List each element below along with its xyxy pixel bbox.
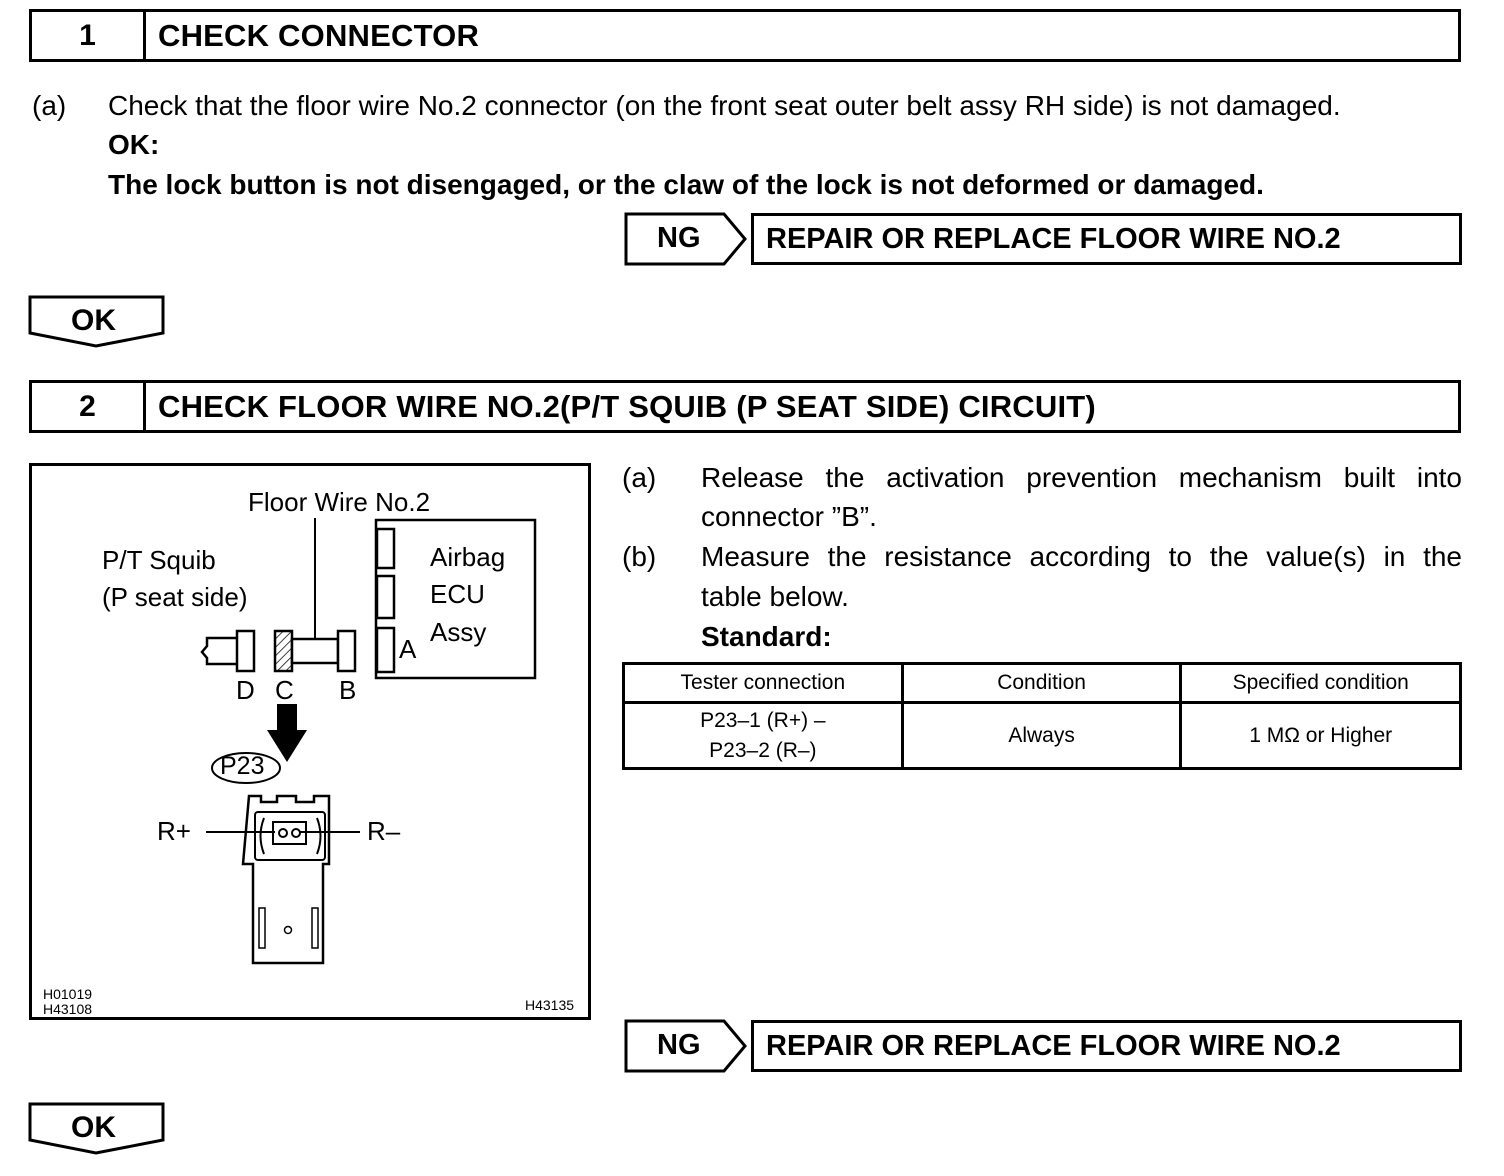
connector-a-label: A <box>399 634 417 664</box>
step-2-instruction-a-marker: (a) <box>622 462 657 493</box>
step-1-number: 1 <box>32 12 146 59</box>
ecu-label-line-3: Assy <box>430 617 487 647</box>
step-2-ok-label: OK <box>71 1111 116 1144</box>
table-header-tester: Tester connection <box>622 662 904 704</box>
standard-table: Tester connection Condition Specified co… <box>622 662 1462 770</box>
connector-code-label: P23 <box>220 752 265 780</box>
connector-diagram-graphic <box>200 518 537 965</box>
step-1-instruction: Check that the floor wire No.2 connector… <box>108 90 1341 121</box>
standard-label: Standard: <box>701 621 832 652</box>
connector-d-label: D <box>236 675 255 705</box>
step-1-ok-heading: OK: <box>108 129 160 160</box>
ok-arrow-icon <box>28 295 165 348</box>
step-1-header: 1 CHECK CONNECTOR <box>29 9 1461 62</box>
step-2-instruction-b-line-2: table below. <box>701 581 849 612</box>
step-2-ng-result: REPAIR OR REPLACE FLOOR WIRE NO.2 <box>751 1020 1462 1072</box>
step-2-ng-label: NG <box>657 1029 701 1061</box>
table-header-row: Tester connection Condition Specified co… <box>622 662 1462 704</box>
diagram-code-1: H01019 <box>43 986 93 1002</box>
table-row: P23–1 (R+) – P23–2 (R–) Always 1 MΩ or H… <box>622 701 1462 770</box>
step-2-instruction-b-line-1: Measure the resistance according to the … <box>701 541 1462 572</box>
step-2-instruction-a-line-2: connector ”B”. <box>701 501 877 532</box>
table-cell-condition: Always <box>900 701 1183 770</box>
connector-b-label: B <box>339 675 357 705</box>
step-1-ng-result: REPAIR OR REPLACE FLOOR WIRE NO.2 <box>751 213 1462 265</box>
step-2-header: 2 CHECK FLOOR WIRE NO.2(P/T SQUIB (P SEA… <box>29 380 1461 433</box>
floor-wire-label: Floor Wire No.2 <box>248 487 431 517</box>
ng-arrow-icon <box>624 212 747 266</box>
table-cell-tester: P23–1 (R+) – P23–2 (R–) <box>622 701 904 770</box>
step-2-title: CHECK FLOOR WIRE NO.2(P/T SQUIB (P SEAT … <box>158 388 1096 424</box>
connector-diagram: Floor Wire No.2 P/T Squib (P seat side) … <box>29 463 591 1020</box>
terminal-minus-label: R– <box>367 816 401 846</box>
table-cell-specified: 1 MΩ or Higher <box>1179 701 1462 770</box>
table-header-specified: Specified condition <box>1179 662 1462 704</box>
tester-connection-line-2: P23–2 (R–) <box>709 738 817 762</box>
step-2-instruction-b-marker: (b) <box>622 541 657 572</box>
tester-connection-line-1: P23–1 (R+) – <box>700 708 826 732</box>
connector-c-label: C <box>275 675 294 705</box>
ng-arrow-icon <box>624 1019 747 1073</box>
diagram-code-3: H43135 <box>525 997 575 1013</box>
diagram-code-2: H43108 <box>43 1001 93 1017</box>
ecu-label-line-2: ECU <box>430 579 485 609</box>
step-2-instruction-a-line-1: Release the activation prevention mechan… <box>701 462 1462 493</box>
ok-arrow-icon <box>28 1102 165 1155</box>
terminal-plus-label: R+ <box>157 816 191 846</box>
step-1-ng-label: NG <box>657 222 701 254</box>
step-1-ok-criteria: The lock button is not disengaged, or th… <box>108 169 1264 200</box>
step-1-title: CHECK CONNECTOR <box>158 17 480 53</box>
squib-label-line-1: P/T Squib <box>102 545 216 575</box>
squib-label-line-2: (P seat side) <box>102 582 248 612</box>
ecu-label-line-1: Airbag <box>430 542 506 572</box>
step-1-instruction-marker: (a) <box>32 90 67 121</box>
step-1-ok-label: OK <box>71 304 116 337</box>
step-2-number: 2 <box>32 383 146 430</box>
table-header-condition: Condition <box>900 662 1183 704</box>
